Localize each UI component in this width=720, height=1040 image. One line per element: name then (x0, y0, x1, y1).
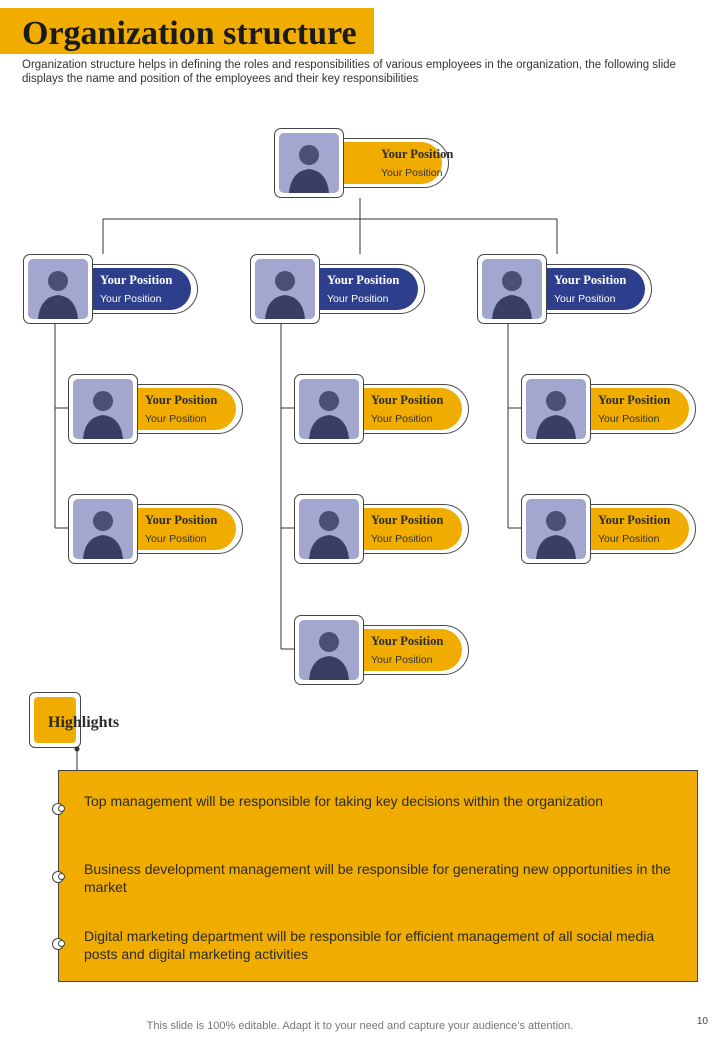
bullet-icon (52, 871, 65, 883)
highlight-item-3: Digital marketing department will be res… (84, 928, 655, 962)
node-subtitle: Your Position (598, 413, 660, 425)
node-photo-frame (23, 254, 93, 324)
node-title: Your Position (145, 393, 218, 407)
bullet-icon (52, 803, 65, 815)
node-photo-frame (521, 494, 591, 564)
connector-branch-1 (54, 323, 69, 529)
node-subtitle: Your Position (598, 533, 660, 545)
node-subtitle: Your Position (145, 533, 207, 545)
connector-branch-3 (507, 323, 522, 529)
title-accent-bar (0, 8, 374, 54)
node-title: Your Position (100, 273, 173, 287)
node-photo-frame (68, 494, 138, 564)
node-subtitle: Your Position (554, 293, 616, 305)
node-title: Your Position (371, 393, 444, 407)
page-title: Organization structure (22, 15, 357, 52)
node-title: Your Position (598, 513, 671, 527)
node-subtitle: Your Position (371, 654, 433, 666)
node-photo-frame (68, 374, 138, 444)
node-photo-frame (294, 494, 364, 564)
footer-note: This slide is 100% editable. Adapt it to… (146, 1020, 574, 1032)
node-photo-frame (521, 374, 591, 444)
node-title: Your Position (598, 393, 671, 407)
page-subtitle: Organization structure helps in defining… (22, 59, 676, 85)
bullet-icon (52, 938, 65, 950)
node-subtitle: Your Position (371, 533, 433, 545)
node-title: Your Position (381, 147, 454, 161)
person-photo-icon (279, 133, 339, 193)
node-subtitle: Your Position (371, 413, 433, 425)
node-title: Your Position (327, 273, 400, 287)
person-photo-icon (526, 379, 586, 439)
highlights-label: Highlights (48, 714, 120, 731)
person-photo-icon (28, 259, 88, 319)
node-photo-frame (294, 615, 364, 685)
person-photo-icon (299, 499, 359, 559)
person-photo-icon (526, 499, 586, 559)
person-photo-icon (299, 379, 359, 439)
node-title: Your Position (554, 273, 627, 287)
person-photo-icon (255, 259, 315, 319)
highlights-tab (29, 692, 81, 748)
person-photo-icon (482, 259, 542, 319)
node-subtitle: Your Position (381, 167, 443, 179)
node-photo-frame (250, 254, 320, 324)
node-title: Your Position (371, 634, 444, 648)
node-subtitle: Your Position (327, 293, 389, 305)
highlights-connector (74, 746, 80, 770)
node-photo-frame (294, 374, 364, 444)
org-connectors (54, 198, 558, 650)
person-photo-icon (73, 499, 133, 559)
node-title: Your Position (145, 513, 218, 527)
person-photo-icon (73, 379, 133, 439)
node-subtitle: Your Position (145, 413, 207, 425)
node-title: Your Position (371, 513, 444, 527)
node-subtitle: Your Position (100, 293, 162, 305)
node-photo-frame (274, 128, 344, 198)
person-photo-icon (299, 620, 359, 680)
highlights-box (58, 770, 698, 982)
highlight-item-2: Business development management will be … (84, 861, 671, 895)
connector-branch-2 (280, 323, 295, 650)
node-photo-frame (477, 254, 547, 324)
page-number: 10 (696, 1016, 708, 1027)
highlight-item-1: Top management will be responsible for t… (84, 793, 604, 809)
